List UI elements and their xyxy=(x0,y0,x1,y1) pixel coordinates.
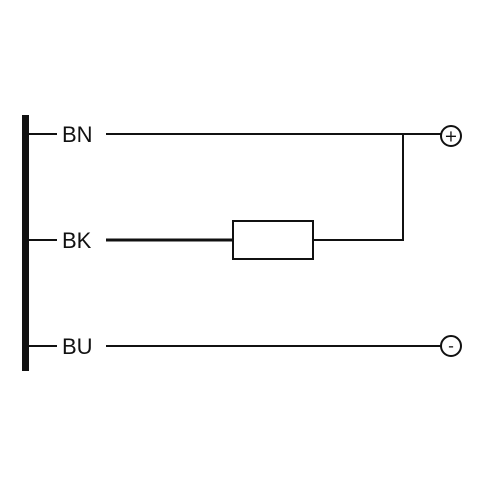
bk-wire-label: BK xyxy=(62,228,92,253)
minus-terminal-icon: - xyxy=(440,335,462,357)
positive-terminal-sign: + xyxy=(444,127,457,146)
bn-wire-label: BN xyxy=(62,122,93,147)
connector-bar xyxy=(22,115,29,371)
bu-wire-label: BU xyxy=(62,334,93,359)
negative-terminal-sign: - xyxy=(448,337,454,356)
plus-terminal-icon: + xyxy=(440,125,462,147)
resistor-icon xyxy=(232,220,314,260)
